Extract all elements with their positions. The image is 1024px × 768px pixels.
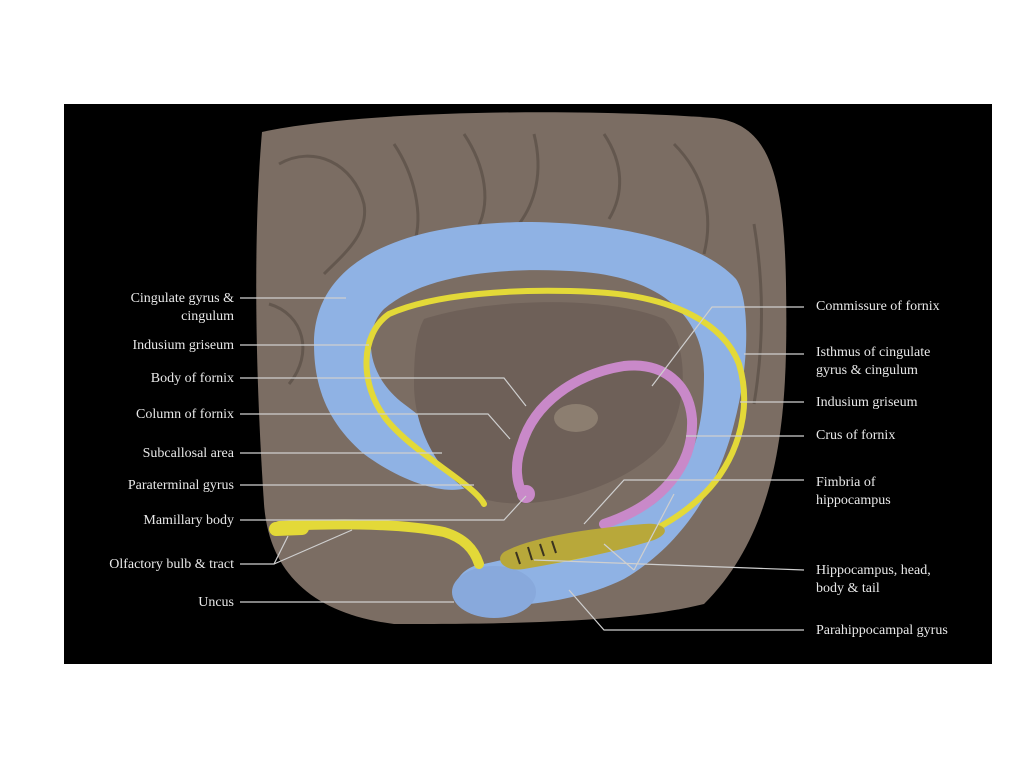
interthalamic-adhesion (554, 404, 598, 432)
label-column-of-fornix: Column of fornix (136, 407, 234, 422)
leader-lines-right (533, 306, 805, 631)
label-indusium-griseum-right: Indusium griseum (816, 395, 918, 410)
uncus-region (452, 566, 536, 618)
diagram-panel: Cingulate gyrus & cingulum Indusium gris… (64, 104, 992, 664)
olfactory-bulb (269, 521, 309, 536)
gyri-texture (268, 133, 763, 405)
label-subcallosal-area: Subcallosal area (142, 446, 234, 461)
label-cingulate-gyrus: Cingulate gyrus & cingulum (131, 290, 234, 326)
label-mamillary-body: Mamillary body (143, 513, 234, 528)
label-hippocampus: Hippocampus, head, body & tail (816, 562, 931, 598)
indusium-griseum-line (363, 287, 748, 565)
label-line: Isthmus of cingulate (816, 345, 931, 360)
label-line: cingulum (181, 309, 234, 324)
fornix (512, 360, 698, 529)
label-commissure-of-fornix: Commissure of fornix (816, 299, 940, 314)
label-isthmus-of-cingulate: Isthmus of cingulate gyrus & cingulum (816, 344, 930, 380)
olfactory-tract (274, 519, 484, 569)
brain-illustration (240, 112, 805, 631)
label-indusium-griseum-left: Indusium griseum (132, 338, 235, 353)
label-line: gyrus & cingulum (816, 363, 918, 378)
label-olfactory-bulb-tract: Olfactory bulb & tract (109, 557, 234, 572)
label-line: Hippocampus, head, (816, 563, 931, 578)
label-body-of-fornix: Body of fornix (150, 371, 234, 386)
label-line: body & tail (816, 581, 880, 596)
label-crus-of-fornix: Crus of fornix (816, 428, 896, 443)
label-line: Cingulate gyrus & (130, 291, 234, 306)
hippocampus (500, 523, 665, 570)
leader-lines-left (240, 297, 527, 603)
label-line: Fimbria of (816, 475, 876, 490)
label-line: hippocampus (816, 493, 891, 508)
label-paraterminal-gyrus: Paraterminal gyrus (127, 478, 234, 493)
label-uncus: Uncus (198, 595, 234, 610)
mamillary-body (517, 485, 535, 503)
label-parahippocampal-gyrus: Parahippocampal gyrus (816, 623, 948, 638)
label-fimbria-of-hippocampus: Fimbria of hippocampus (816, 474, 891, 510)
hippocampus-ridges (515, 540, 557, 565)
